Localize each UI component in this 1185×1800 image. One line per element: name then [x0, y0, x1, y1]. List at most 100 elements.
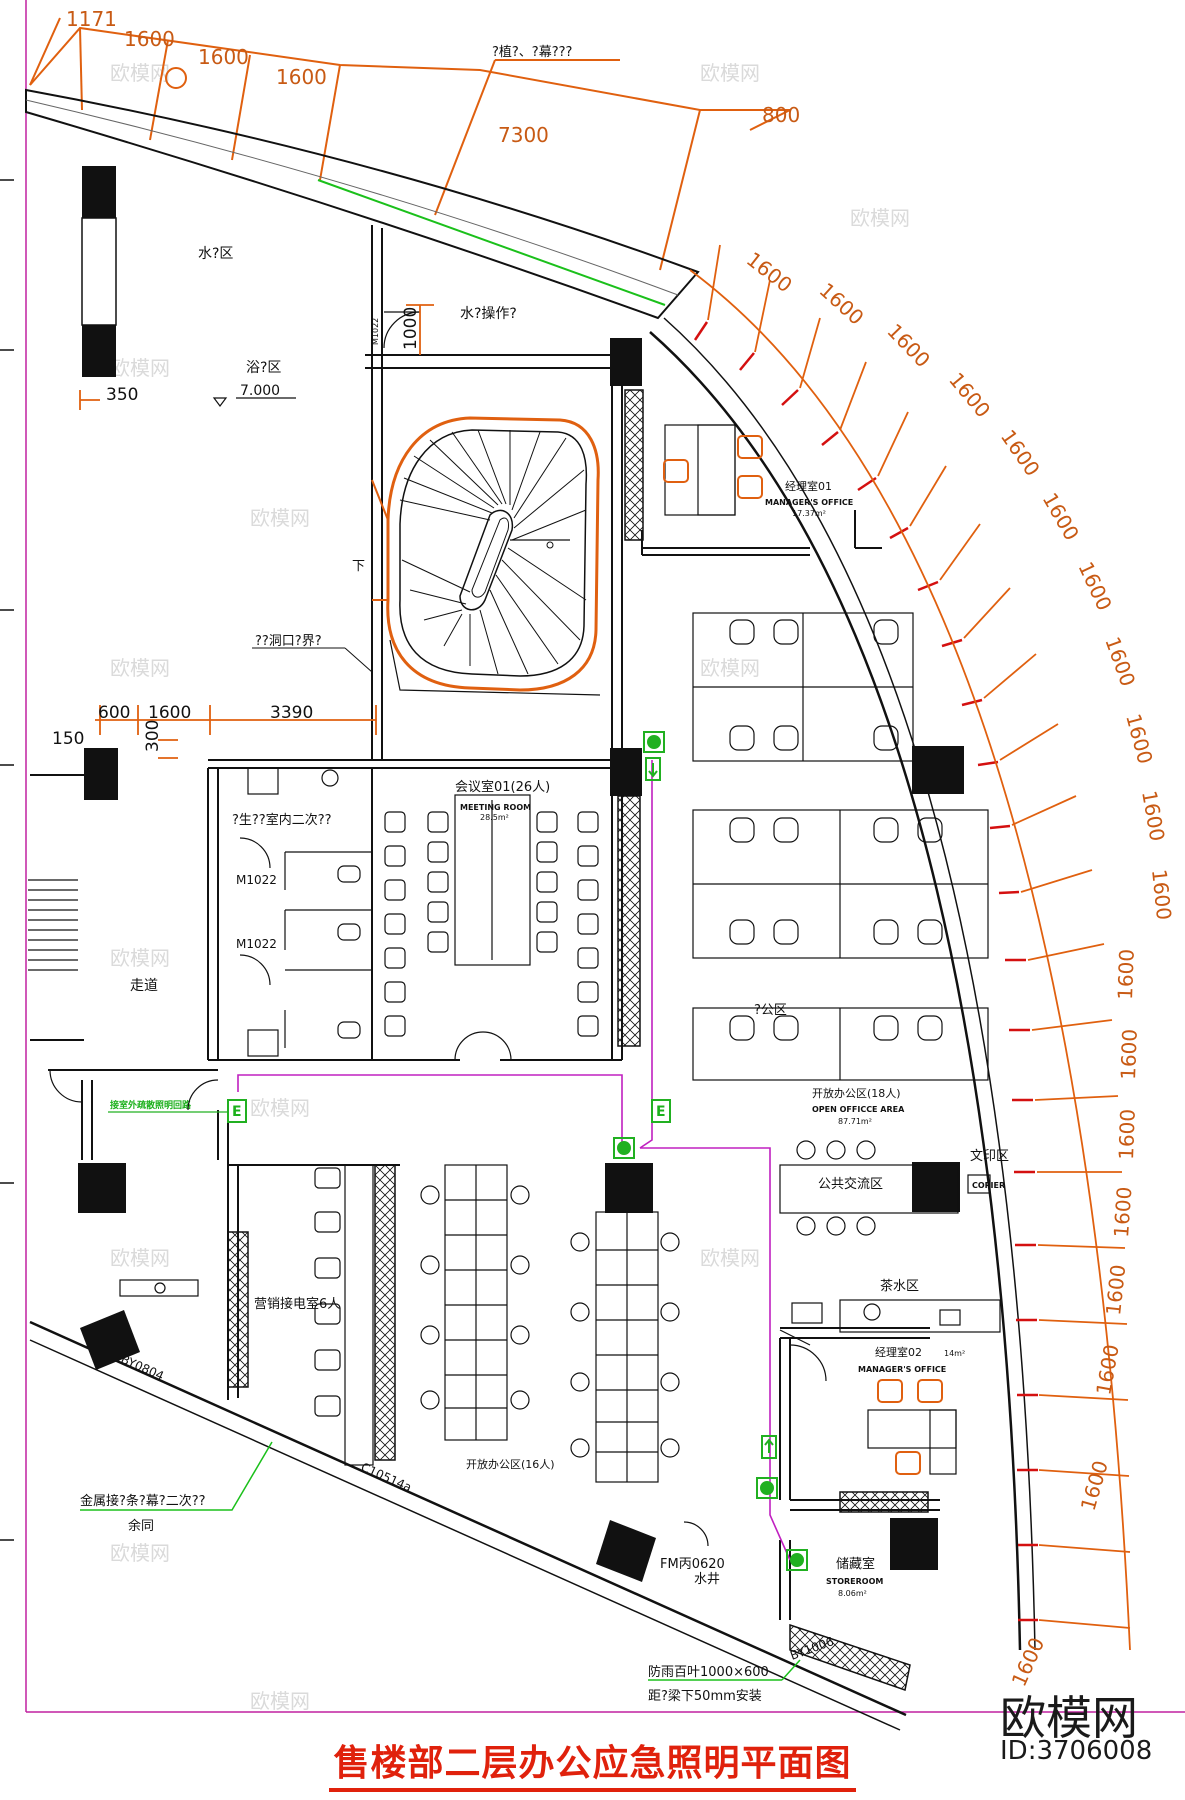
- arc-dim: 1600: [996, 425, 1045, 480]
- open-office-18: [692, 612, 989, 1081]
- manager1-area: 17.37m²: [792, 509, 826, 518]
- corridor-label: 走道: [130, 978, 158, 994]
- dim-600: 600: [98, 703, 130, 723]
- metal-note-leader: [80, 1441, 273, 1511]
- meeting-room-cn: 会议室01(26人): [455, 779, 550, 795]
- door-m1022-b: M1022: [236, 937, 277, 951]
- exit-arrow-icon: [761, 1435, 777, 1459]
- arc-dim: 1600: [1076, 1458, 1113, 1514]
- dim-1600-a: 1600: [124, 27, 175, 51]
- wm-tile: 欧模网: [110, 356, 170, 380]
- bath-area-label: 浴?区: [246, 360, 281, 376]
- lower-left-doors: [49, 1069, 709, 1547]
- storeroom-cn: 储藏室: [836, 1556, 875, 1572]
- wc-note: ?生??室内二次??: [232, 812, 332, 828]
- by0804-label: BY0804: [119, 1352, 166, 1383]
- arc-dim: 1600: [1114, 1108, 1140, 1160]
- page-title: 售楼部二层办公应急照明平面图: [0, 1734, 1185, 1792]
- left-ticks: [0, 179, 14, 1541]
- tea-area-label: 茶水区: [880, 1278, 919, 1294]
- dim-150: 150: [52, 729, 84, 749]
- exit-sign-e2: E: [656, 1104, 666, 1120]
- exit-sign-icon: [651, 1099, 671, 1123]
- arc-dim: 1600: [882, 319, 935, 372]
- manager2-cn: 经理室02: [875, 1345, 922, 1359]
- stair-down-label: 下: [352, 559, 365, 574]
- arc-dimension-chain: [689, 244, 1131, 1651]
- arc-dim: 1600: [1038, 489, 1084, 545]
- dim-300: 300: [143, 720, 163, 752]
- emergency-circuit: [237, 760, 791, 1561]
- manager2-en: MANAGER'S OFFICE: [858, 1365, 946, 1374]
- print-area-label: 文印区: [970, 1149, 1009, 1164]
- restrooms: [239, 767, 372, 1057]
- storeroom-en: STOREROOM: [826, 1577, 883, 1586]
- wm-tile: 欧模网: [110, 946, 170, 970]
- louver-label-2: 距?梁下50mm安装: [648, 1689, 762, 1704]
- arc-dim: 1600: [742, 247, 797, 297]
- yujian-label: 余同: [128, 1518, 154, 1534]
- outer-walls: [25, 88, 1036, 1731]
- elevation-label: 7.000: [240, 383, 280, 399]
- opening-note: ??洞口?界?: [255, 634, 322, 649]
- metal-note: 金属接?条?幕?二次??: [80, 1493, 206, 1509]
- meeting-room-area: 28.5m²: [480, 813, 509, 822]
- dim-350: 350: [106, 385, 138, 405]
- emergency-light-icon: [613, 1137, 635, 1159]
- arc-dim: 1600: [1073, 558, 1116, 614]
- desk-chairs: [729, 619, 943, 1041]
- manager2-area: 14m²: [944, 1349, 965, 1358]
- copier-label: COPIER: [972, 1181, 1005, 1190]
- columns: [78, 166, 964, 1582]
- wm-tile: 欧模网: [110, 1246, 170, 1270]
- wm-tile: 欧模网: [110, 656, 170, 680]
- wm-tile: 欧模网: [700, 1246, 760, 1270]
- dim-800: 800: [762, 103, 800, 127]
- arc-dimension-labels: 1600 1600 1600 1600 1600 1600 1600 1600 …: [742, 247, 1176, 1690]
- public-area-label: 公共交流区: [818, 1176, 883, 1192]
- dim-1600-b: 1600: [198, 45, 249, 69]
- spiral-stair: [371, 416, 601, 696]
- wm-tile: 欧模网: [250, 506, 310, 530]
- c10514-label: C10514a: [359, 1460, 414, 1495]
- arc-dim: 1600: [1121, 711, 1157, 766]
- door-m1022-top: M1022: [371, 318, 380, 345]
- wm-tile: 欧模网: [850, 206, 910, 230]
- meeting-chairs: [384, 811, 599, 1037]
- dim-1600-mid: 1600: [148, 703, 191, 723]
- fm-label: FM丙0620: [660, 1557, 725, 1572]
- meeting-room: [384, 794, 599, 1061]
- reception-label: 营销接电室6人: [254, 1296, 340, 1312]
- exit-sign-icon: [227, 1099, 247, 1123]
- arc-dim: 1600: [1147, 868, 1176, 921]
- louver-label: 防雨百叶1000×600: [648, 1664, 769, 1680]
- manager1-en: MANAGER'S OFFICE: [765, 498, 853, 507]
- shafts: [227, 389, 929, 1691]
- emergency-fixtures: [227, 731, 808, 1571]
- office-area-label: ?公区: [754, 1003, 787, 1018]
- public-area: [779, 1140, 1001, 1346]
- reception: [314, 1164, 374, 1466]
- wm-tile: 欧模网: [110, 1541, 170, 1565]
- emergency-light-icon: [756, 1477, 778, 1499]
- column-voids: [81, 217, 117, 326]
- page-title-text: 售楼部二层办公应急照明平面图: [329, 1743, 856, 1792]
- water-area-label: 水?区: [198, 246, 233, 262]
- top-note: ?植?、?幕???: [492, 45, 572, 60]
- arc-dim: 1600: [1116, 1028, 1142, 1080]
- dim-1600-c: 1600: [276, 65, 327, 89]
- arc-dim: 1600: [1113, 948, 1139, 1000]
- page-frame: [25, 0, 1185, 1713]
- exit-sign-e1: E: [232, 1104, 242, 1120]
- dim-1171: 1171: [66, 7, 117, 31]
- dim-1000: 1000: [401, 307, 421, 350]
- wm-tile: 欧模网: [700, 61, 760, 85]
- open18-area: 87.71m²: [838, 1117, 872, 1126]
- manager-office-1: [663, 424, 763, 516]
- watermark-logo: 欧模网: [1000, 1691, 1138, 1745]
- open18-cn: 开放办公区(18人): [812, 1086, 901, 1100]
- dim-7300: 7300: [498, 123, 549, 147]
- wm-tile: 欧模网: [250, 1689, 310, 1713]
- exit-arrow-icon: [645, 757, 661, 781]
- arc-dim: 1600: [1101, 1263, 1130, 1316]
